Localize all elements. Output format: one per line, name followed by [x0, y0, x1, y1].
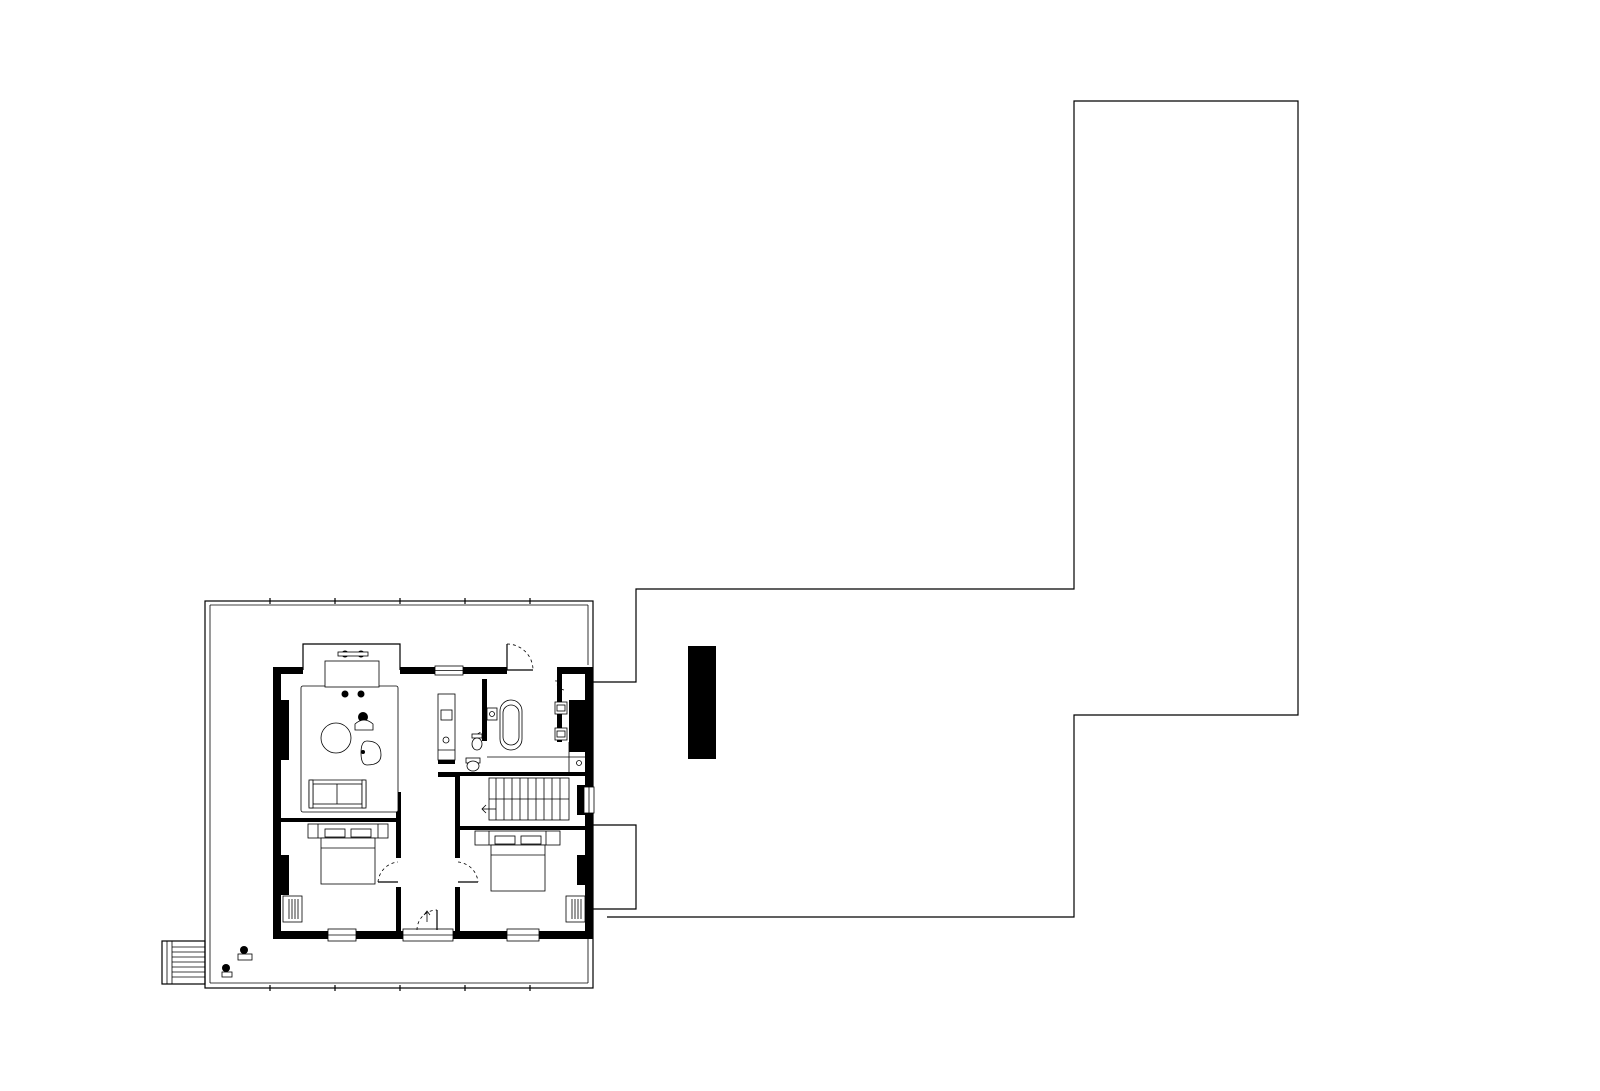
bathroom-fixtures	[465, 699, 585, 772]
kitchen-counter	[437, 693, 456, 761]
staircase-icon	[481, 777, 570, 821]
person-icon	[221, 946, 253, 978]
bed-icon	[307, 823, 389, 885]
windows	[327, 665, 595, 942]
staircase-icon	[161, 940, 206, 985]
bedroom-west-furniture	[282, 823, 389, 923]
radiator-icon	[282, 895, 303, 923]
toilet-icon	[465, 733, 483, 772]
round-table-icon	[320, 722, 352, 754]
bedroom-east-furniture	[474, 830, 586, 923]
sink-icon	[486, 701, 568, 741]
living-room-furniture	[300, 650, 399, 813]
armchair-icon	[354, 712, 382, 766]
chimney-block	[688, 646, 716, 759]
dining-table-icon	[324, 650, 380, 698]
adjacent-building-outline	[593, 100, 1299, 918]
radiator-icon	[565, 895, 586, 923]
bed-icon	[474, 830, 561, 892]
sofa-icon	[308, 779, 367, 809]
bathtub-icon	[499, 699, 523, 751]
